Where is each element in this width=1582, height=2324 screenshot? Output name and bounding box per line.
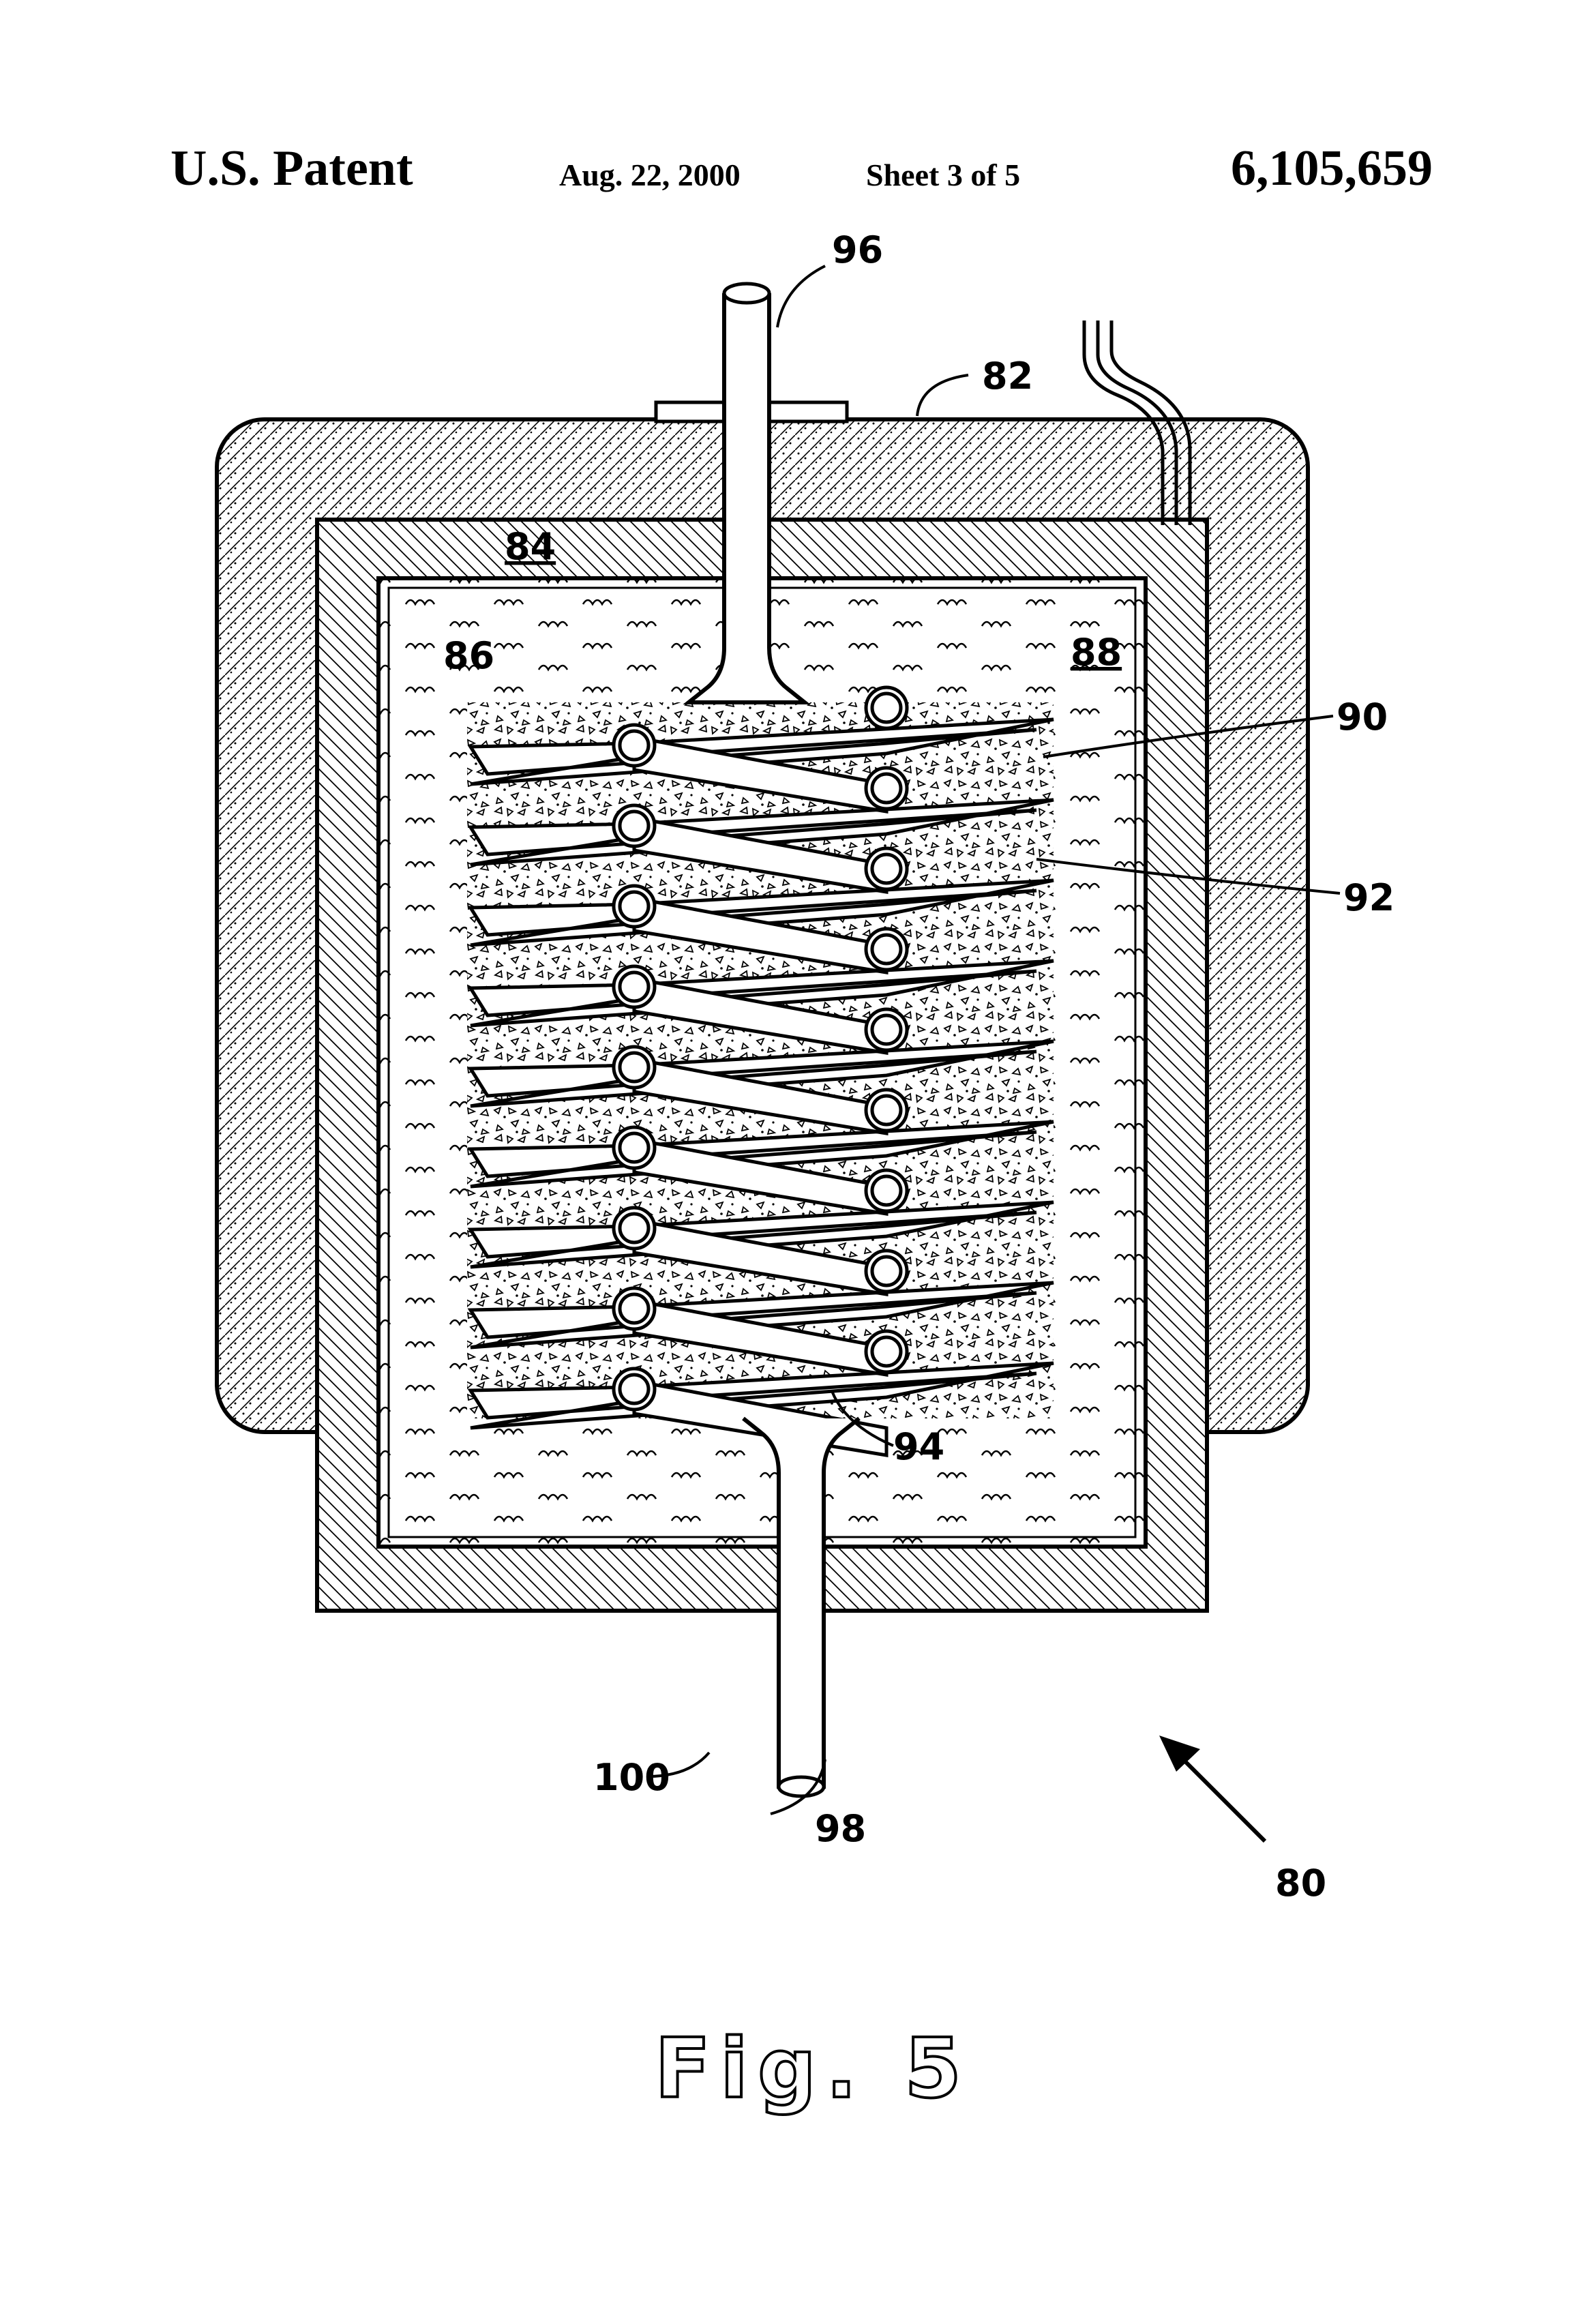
coil-tube-bore	[620, 1294, 648, 1323]
coil-tube-bore	[872, 854, 901, 883]
label-86: 86	[443, 634, 494, 677]
figure-caption: Fig. 5	[655, 2022, 971, 2117]
coil-tube-bore	[872, 935, 901, 964]
label-84: 84	[505, 525, 556, 568]
coil-tube-bore	[620, 1375, 648, 1403]
coil-tube-bore	[620, 1214, 648, 1242]
coil-tube-bore	[872, 1096, 901, 1124]
coil-tube-bore	[872, 694, 901, 722]
label-94: 94	[893, 1425, 944, 1468]
label-90: 90	[1337, 696, 1388, 739]
coil-tube-bore	[872, 774, 901, 803]
coil-tube-bore	[872, 1015, 901, 1044]
label-88: 88	[1071, 631, 1122, 674]
label-80: 80	[1275, 1862, 1326, 1905]
coil-tube-bore	[872, 1337, 901, 1366]
coil-tube-bore	[620, 1053, 648, 1082]
coil-tube-bore	[620, 972, 648, 1001]
coil-tube-bore	[872, 1176, 901, 1205]
label-100: 100	[593, 1756, 670, 1799]
label-96: 96	[832, 228, 883, 271]
label-82: 82	[982, 355, 1033, 398]
coil-tube-bore	[872, 1257, 901, 1285]
coil-tube-bore	[620, 892, 648, 921]
label-98: 98	[815, 1807, 866, 1850]
coil-tube-bore	[620, 731, 648, 760]
label-92: 92	[1343, 876, 1394, 919]
coil-tube-bore	[620, 811, 648, 840]
coil-tube-bore	[620, 1133, 648, 1162]
